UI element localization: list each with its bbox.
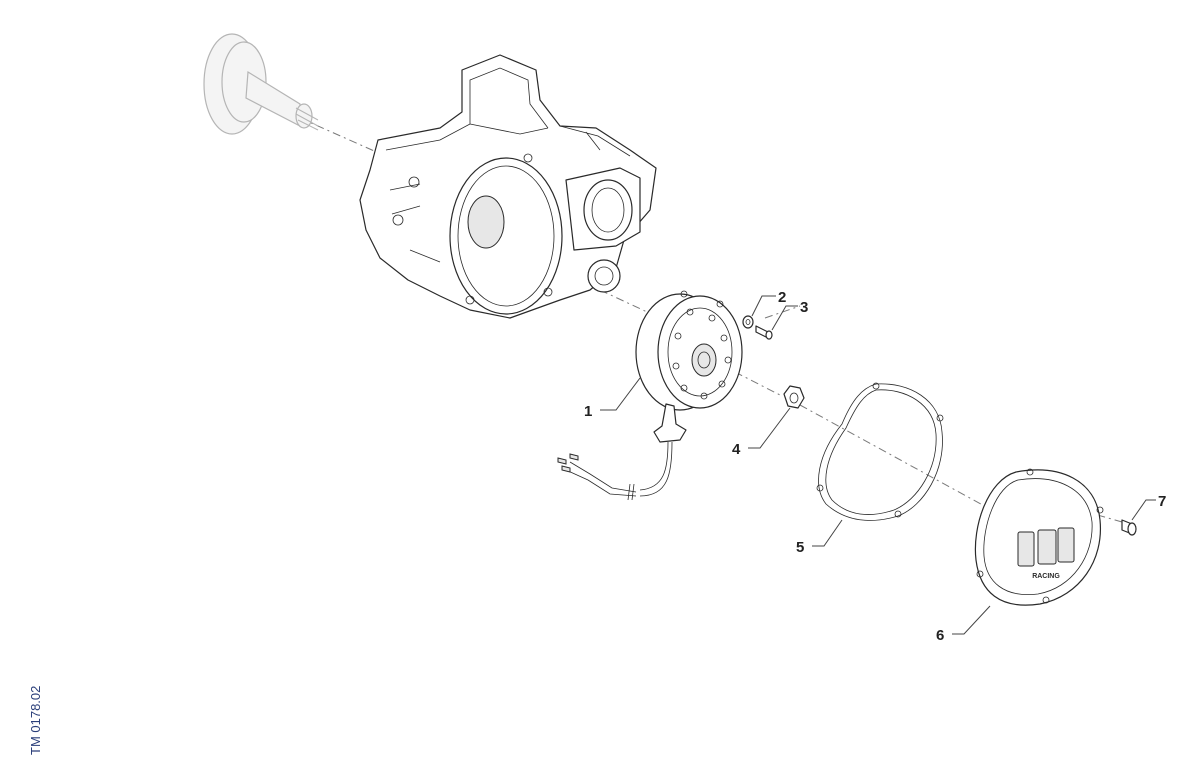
callout-labels: 1 2 3 4 5 6 7 — [584, 289, 1166, 644]
leader-lines — [600, 295, 1156, 635]
callout-7: 7 — [1158, 493, 1166, 510]
callout-5: 5 — [796, 539, 804, 556]
callout-3: 3 — [800, 299, 808, 316]
callout-1: 1 — [584, 403, 592, 420]
crankcase — [359, 54, 657, 319]
ignition-stator — [557, 290, 743, 501]
cover-logo-text: RACING — [1032, 573, 1060, 580]
callout-2: 2 — [778, 289, 786, 306]
washer — [742, 315, 754, 329]
nut — [783, 385, 805, 409]
cover-screw — [1121, 519, 1137, 536]
drawing-code: TM 0178.02 — [28, 686, 43, 755]
ignition-cover: RACING — [974, 468, 1104, 606]
callout-6: 6 — [936, 627, 944, 644]
cover-gasket — [816, 382, 944, 521]
callout-4: 4 — [732, 441, 741, 458]
clutch-drum-ghost — [203, 33, 319, 135]
screw — [755, 325, 773, 340]
